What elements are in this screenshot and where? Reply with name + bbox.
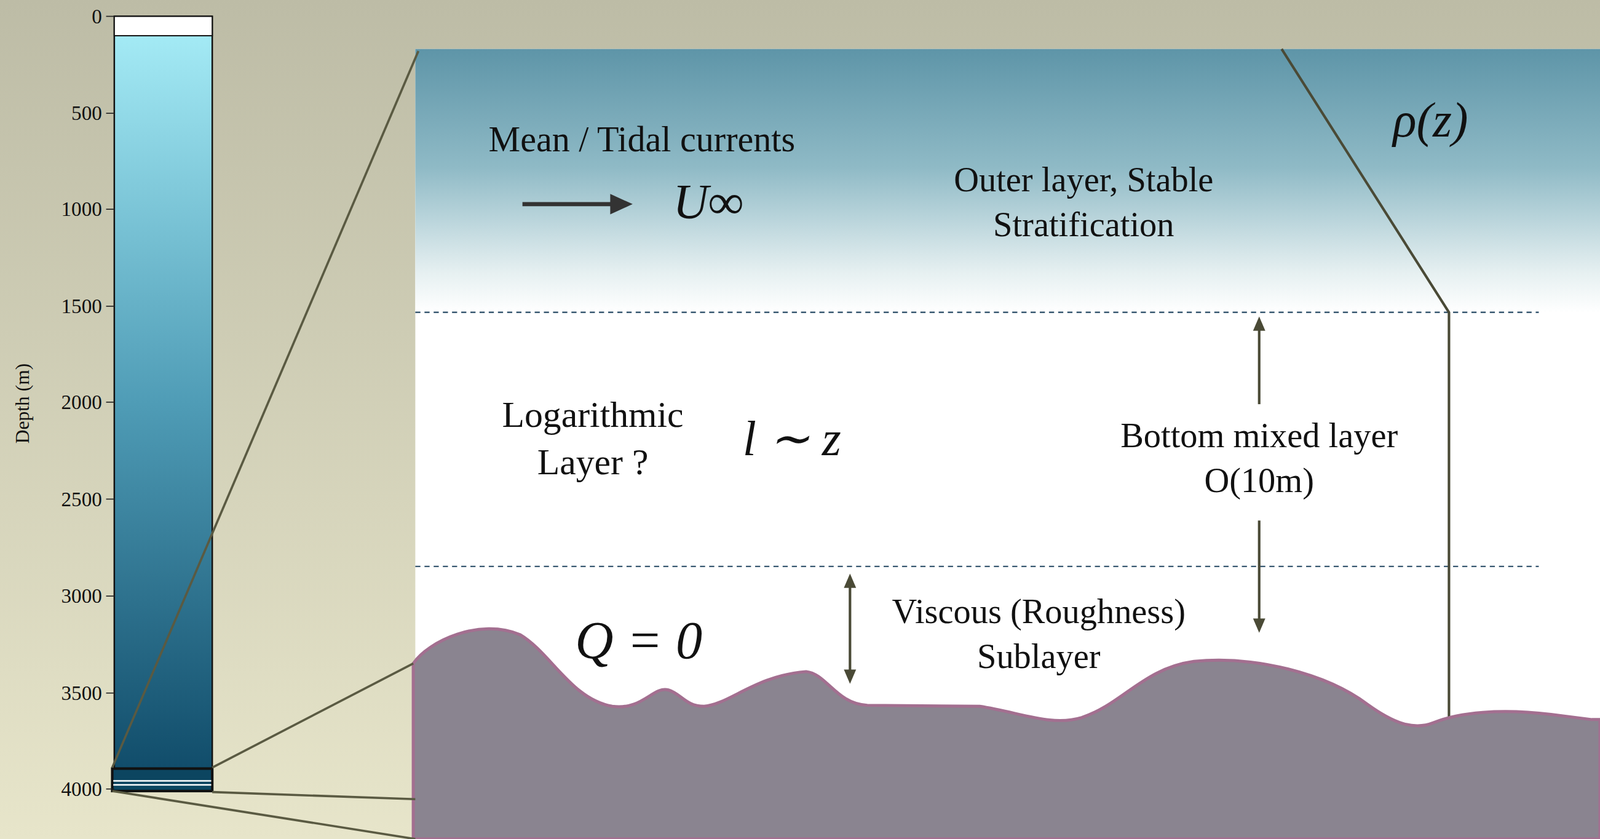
- depth-tick-label: 3500: [61, 679, 103, 706]
- layer-boundary: [415, 311, 1539, 313]
- depth-tick-label: 0: [91, 3, 103, 30]
- zoom-window-line: [113, 779, 211, 781]
- outer-layer-band: [415, 49, 1600, 313]
- density-profile: [1281, 49, 1449, 719]
- zoom-window: [112, 768, 213, 792]
- mixing-length-formula: l ∼ z: [742, 407, 842, 472]
- zoom-lines: [112, 51, 419, 839]
- depth-tick-label: 3000: [61, 582, 103, 610]
- depth-ticks: [106, 16, 115, 789]
- depth-tick-label: 4000: [61, 775, 103, 802]
- layer-boundary: [415, 565, 1539, 567]
- current-arrow: [522, 193, 633, 214]
- heat-flux-condition: Q = 0: [574, 605, 703, 674]
- layer-label: Bottom mixed layer O(10m): [1090, 413, 1428, 504]
- sublayer-arrow: [843, 573, 856, 684]
- depth-tick-label: 500: [71, 100, 103, 127]
- zoom-window-line: [113, 784, 211, 786]
- depth-tick-label: 2500: [61, 485, 103, 513]
- current-label: Mean / Tidal currents: [488, 116, 796, 164]
- depth-bar: [114, 16, 213, 791]
- depth-tick-label: 2000: [61, 388, 103, 416]
- layer-label: Viscous (Roughness) Sublayer: [862, 588, 1216, 679]
- density-symbol: ρ(z): [1392, 88, 1468, 153]
- layer-label: Logarithmic Layer ?: [470, 391, 716, 487]
- depth-tick-label: 1500: [61, 292, 103, 320]
- depth-bar-top: [114, 16, 213, 37]
- depth-tick-label: 1000: [61, 196, 103, 223]
- layer-label: Outer layer, Stable Stratification: [915, 156, 1253, 248]
- axis-title: Depth (m): [9, 362, 36, 443]
- velocity-symbol: U∞: [673, 170, 744, 235]
